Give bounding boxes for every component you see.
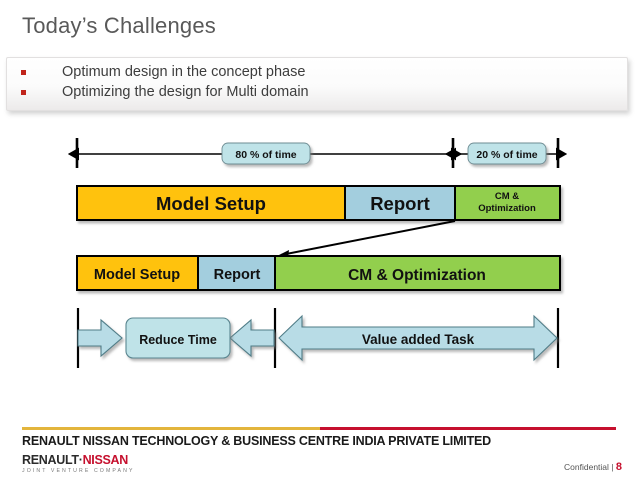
page-number: 8 <box>615 461 622 473</box>
bar1-segment-cm-opt <box>454 185 561 221</box>
footer-company-name: RENAULT NISSAN TECHNOLOGY & BUSINESS CEN… <box>22 434 491 448</box>
bullet-text-1: Optimizing the design for Multi domain <box>62 84 309 100</box>
renault-nissan-logo: RENAULT·NISSAN JOINT VENTURE COMPANY <box>22 453 135 474</box>
confidential-label: Confidential | <box>564 462 614 472</box>
page-title: Today’s Challenges <box>22 13 216 38</box>
bullet-item-0: Optimum design in the concept phase <box>21 62 305 82</box>
bullet-text-0: Optimum design in the concept phase <box>62 64 306 80</box>
bar1-label-model-setup: Model Setup <box>156 193 266 214</box>
slide-footer: RENAULT NISSAN TECHNOLOGY & BUSINESS CEN… <box>0 415 638 479</box>
bullet-item-1: Optimizing the design for Multi domain <box>21 82 309 102</box>
timeline-label-20 <box>467 142 547 165</box>
improved-process-bar <box>76 255 561 291</box>
reduce-time-label: Reduce Time <box>139 333 217 347</box>
bullet-panel: Optimum design in the concept phase Opti… <box>6 57 628 111</box>
bar1-segment-model-setup <box>76 185 346 221</box>
bar1-label-cm-opt-2: Optimization <box>478 203 536 214</box>
timeline-label-20-text: 20 % of time <box>476 149 537 161</box>
bar1-label-cm-opt: CM & <box>495 191 519 202</box>
process-diagram: 80 % of time 20 % of time Model Setup Re… <box>0 118 638 398</box>
current-process-bar <box>76 185 561 221</box>
value-added-task-arrow <box>278 314 558 362</box>
square-bullet-icon <box>21 89 26 95</box>
bar2-label-cm-opt: CM & Optimization <box>348 267 486 284</box>
connector-arrow <box>277 220 456 258</box>
bar1-label-report: Report <box>370 193 430 214</box>
bar2-label-model-setup: Model Setup <box>94 267 180 283</box>
timeline-label-80 <box>221 142 311 165</box>
bar2-label-report: Report <box>214 267 261 283</box>
logo-nissan-text: NISSAN <box>82 453 129 467</box>
logo-tagline: JOINT VENTURE COMPANY <box>22 468 135 474</box>
footer-rule-red <box>320 427 616 430</box>
bar2-segment-cm-opt <box>274 255 561 291</box>
square-bullet-icon <box>21 69 26 75</box>
reduce-time-label-box <box>125 317 231 359</box>
timeline-label-80-text: 80 % of time <box>235 149 296 161</box>
logo-renault-text: RENAULT <box>22 453 79 467</box>
reduce-time-arrow <box>77 318 275 358</box>
logo-separator-dot: · <box>78 453 83 467</box>
confidential-marking: Confidential | 8 <box>564 461 622 473</box>
bar1-segment-report <box>344 185 456 221</box>
bar2-segment-report <box>197 255 276 291</box>
footer-rule-gold <box>22 427 320 430</box>
value-added-task-label: Value added Task <box>362 332 475 347</box>
bar2-segment-model-setup <box>76 255 199 291</box>
